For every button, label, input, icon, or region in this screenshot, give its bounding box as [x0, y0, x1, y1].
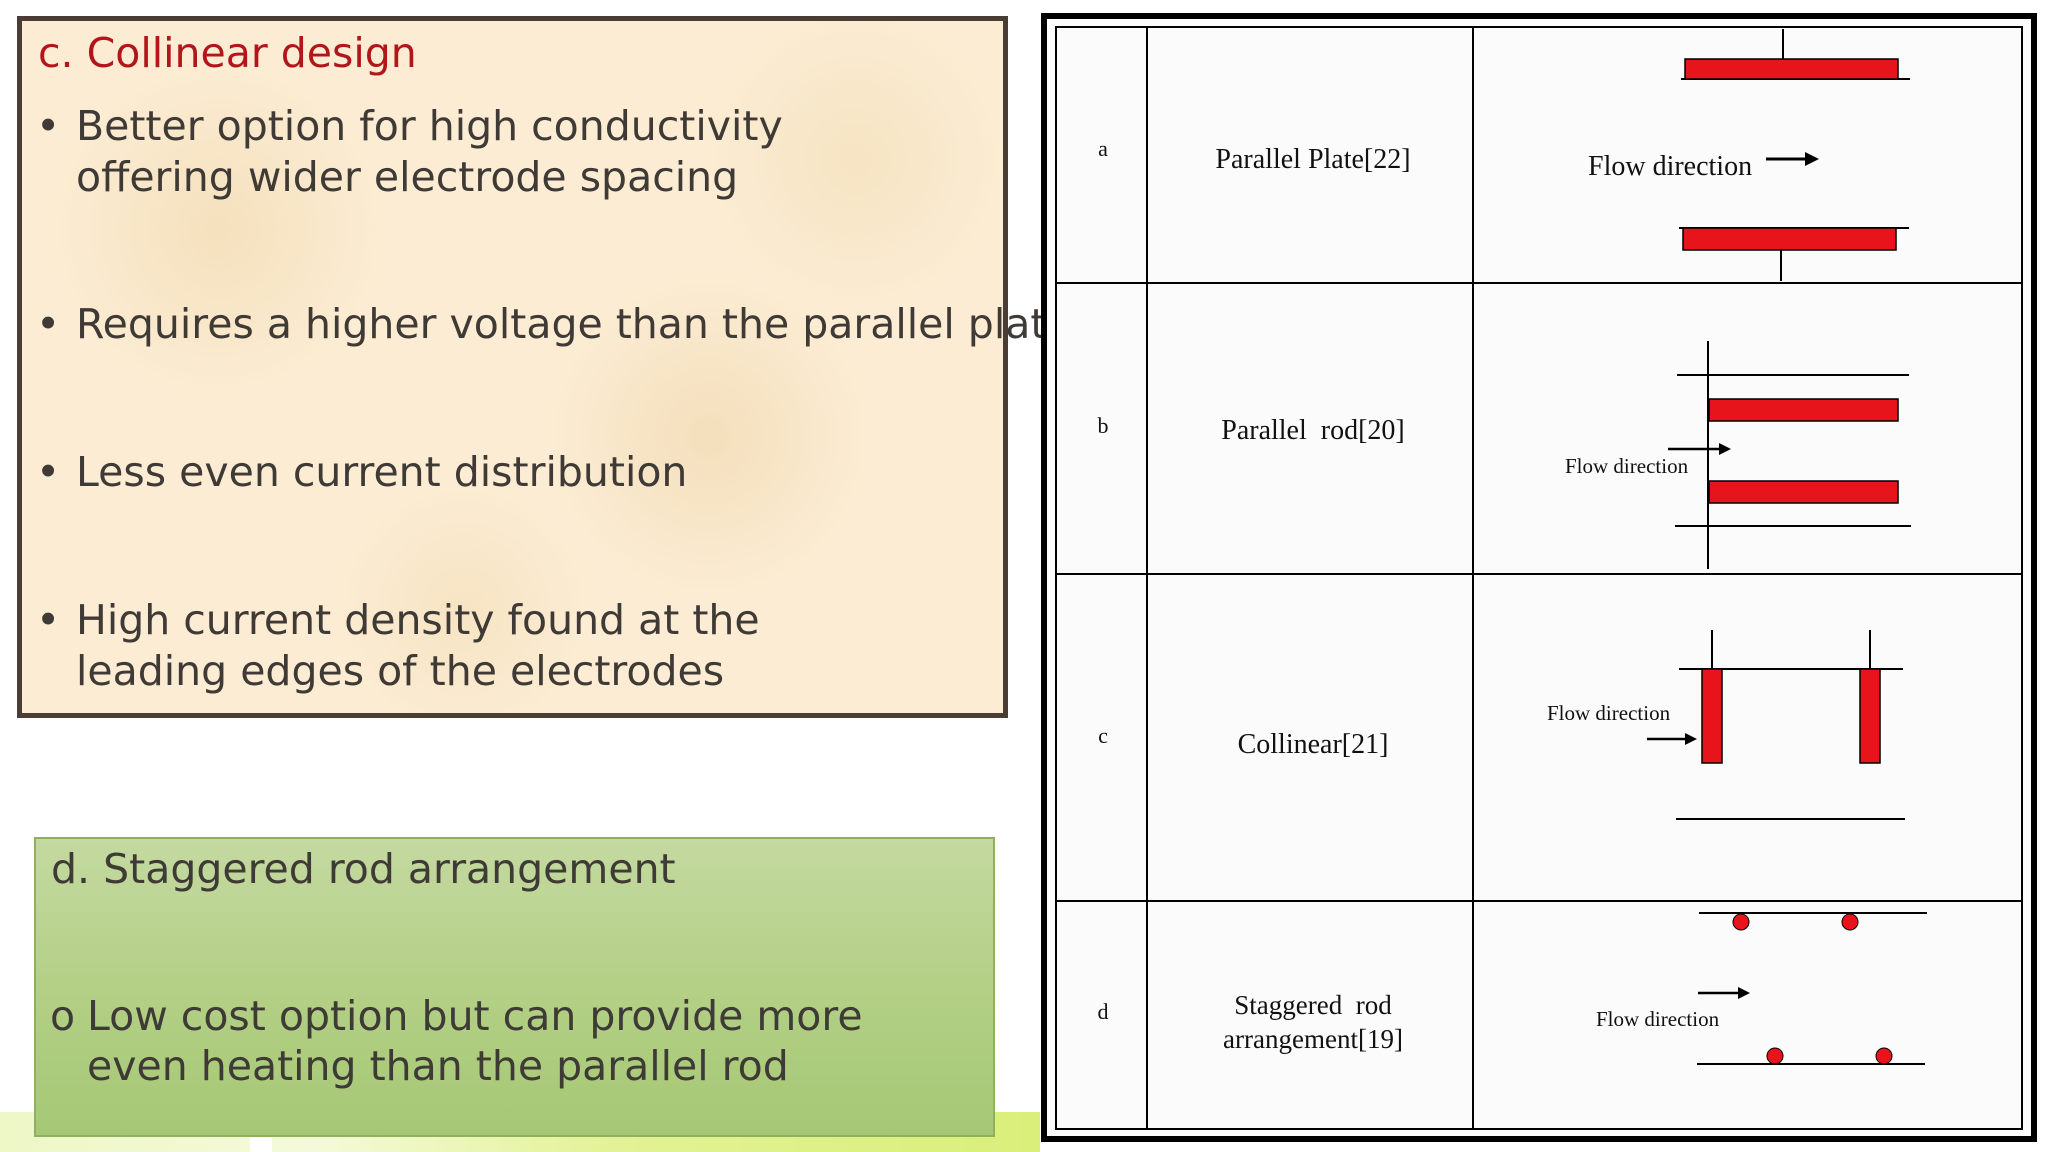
flow-arrowhead: [1685, 733, 1697, 745]
sub-bullet-text: Low cost option but can provide more eve…: [87, 992, 863, 1090]
row-letter: d: [1098, 999, 1109, 1024]
electrode-rod-section: [1841, 913, 1859, 931]
flow-direction-label: Flow direction: [1547, 701, 1671, 725]
staggered-rod-diagram: Flow direction: [1596, 912, 1927, 1065]
flow-arrowhead: [1805, 152, 1819, 166]
bullet-item: • Better option for high conductivity of…: [36, 101, 936, 203]
bullet-text: Better option for high conductivity offe…: [76, 102, 783, 201]
config-name: Collinear[21]: [1238, 729, 1389, 760]
electrode-plate: [1684, 58, 1899, 80]
flow-direction-label: Flow direction: [1565, 454, 1689, 478]
bullet-text: Less even current distribution: [76, 448, 688, 496]
electrode-rod: [1708, 480, 1899, 504]
collinear-design-title: c. Collinear design: [38, 29, 417, 77]
config-name: Parallel rod[20]: [1221, 415, 1405, 446]
bullet-item: • High current density found at the lead…: [36, 595, 916, 697]
electrode-configurations-svg: a Parallel Plate[22] b Parallel rod[20] …: [1055, 26, 2023, 1130]
parallel-plate-diagram: Flow direction: [1588, 29, 1910, 281]
electrode-plate: [1682, 227, 1897, 251]
bullet-mark: •: [36, 596, 61, 644]
row-letter: b: [1098, 413, 1109, 438]
bullet-item: • Requires a higher voltage than the par…: [36, 299, 1072, 350]
row-letter: a: [1098, 136, 1108, 161]
electrode-configurations-figure: a Parallel Plate[22] b Parallel rod[20] …: [1041, 13, 2037, 1142]
sub-bullet-item: o Low cost option but can provide more e…: [50, 991, 950, 1091]
electrode-rod-section: [1875, 1047, 1893, 1065]
bullet-mark: •: [36, 102, 61, 150]
config-name: Parallel Plate[22]: [1215, 144, 1410, 175]
bullet-text: Requires a higher voltage than the paral…: [76, 300, 1072, 348]
row-letter: c: [1098, 723, 1108, 748]
electrode-rod-section: [1732, 913, 1750, 931]
config-name-line2: arrangement[19]: [1223, 1024, 1403, 1054]
staggered-rod-box: d. Staggered rod arrangement o Low cost …: [34, 837, 995, 1137]
bullet-mark: •: [36, 300, 61, 348]
table-frame: [1055, 26, 2023, 1130]
bullet-item: • Less even current distribution: [36, 447, 936, 498]
flow-direction-label: Flow direction: [1596, 1007, 1720, 1031]
table-grid: [1055, 26, 2023, 1130]
collinear-design-box: c. Collinear design • Better option for …: [17, 16, 1072, 718]
electrode-rod: [1708, 398, 1899, 422]
electrode-rod: [1701, 668, 1723, 764]
electrode-rod-section: [1766, 1047, 1784, 1065]
sub-bullet-mark: o: [50, 992, 76, 1040]
collinear-diagram: Flow direction: [1547, 630, 1905, 820]
flow-direction-label: Flow direction: [1588, 151, 1752, 182]
bullet-text: High current density found at the leadin…: [76, 596, 760, 695]
electrode-rod: [1859, 668, 1881, 764]
flow-arrowhead: [1738, 987, 1750, 999]
staggered-rod-title: d. Staggered rod arrangement: [51, 845, 676, 893]
bullet-mark: •: [36, 448, 61, 496]
row-labels: a Parallel Plate[22] b Parallel rod[20] …: [1098, 136, 1411, 1054]
config-name-line1: Staggered rod: [1234, 990, 1392, 1020]
parallel-rod-diagram: Flow direction: [1565, 341, 1911, 569]
flow-arrowhead: [1719, 443, 1731, 455]
